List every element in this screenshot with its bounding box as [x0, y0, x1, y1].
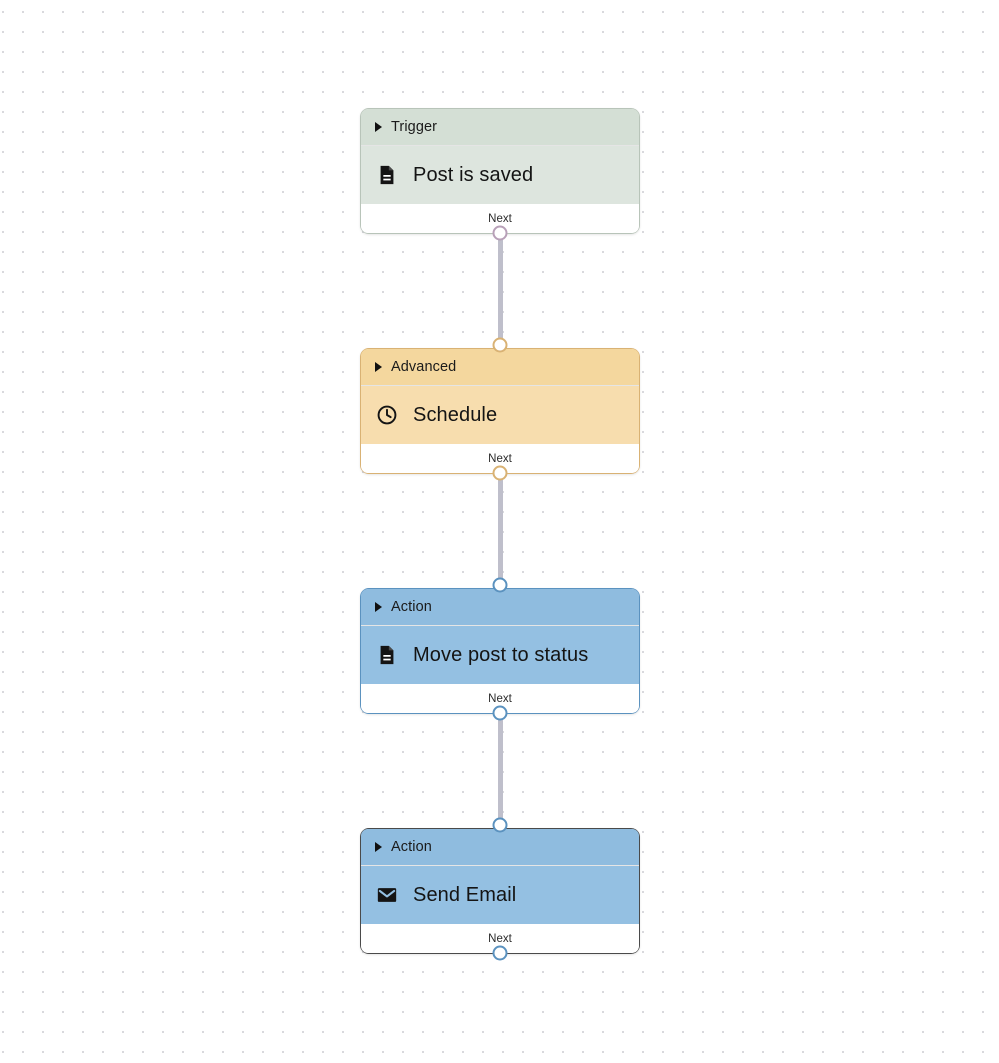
node-output-handle[interactable]: [492, 945, 508, 961]
node-title: Schedule: [413, 403, 498, 426]
node-divider: [361, 865, 639, 867]
node-input-handle[interactable]: [492, 577, 508, 593]
node-output-handle[interactable]: [492, 225, 508, 241]
node-title: Move post to status: [413, 643, 589, 666]
node-next-label: Next: [488, 452, 512, 465]
node-body[interactable]: Move post to status: [361, 626, 639, 685]
node-header[interactable]: Action: [361, 589, 639, 625]
node-next-label: Next: [488, 932, 512, 945]
node-body[interactable]: Send Email: [361, 866, 639, 925]
node-header[interactable]: Advanced: [361, 349, 639, 385]
node-next-label: Next: [488, 212, 512, 225]
node-category-label: Action: [391, 839, 432, 855]
node-body[interactable]: Post is saved: [361, 146, 639, 205]
node-next-label: Next: [488, 692, 512, 705]
node-category-label: Action: [391, 599, 432, 615]
node-category-label: Trigger: [391, 119, 438, 135]
node-category-label: Advanced: [391, 359, 457, 375]
document-icon: [375, 643, 399, 667]
clock-icon: [375, 403, 399, 427]
connector-edge[interactable]: [497, 235, 503, 345]
node-header[interactable]: Trigger: [361, 109, 639, 145]
caret-right-icon[interactable]: [375, 122, 382, 132]
node-divider: [361, 625, 639, 627]
node-header[interactable]: Action: [361, 829, 639, 865]
caret-right-icon[interactable]: [375, 842, 382, 852]
node-title: Send Email: [413, 883, 517, 906]
node-body[interactable]: Schedule: [361, 386, 639, 445]
node-output-handle[interactable]: [492, 705, 508, 721]
connector-edge[interactable]: [497, 715, 503, 825]
node-input-handle[interactable]: [492, 817, 508, 833]
node-output-handle[interactable]: [492, 465, 508, 481]
node-divider: [361, 385, 639, 387]
caret-right-icon[interactable]: [375, 362, 382, 372]
connector-edge[interactable]: [497, 475, 503, 585]
node-divider: [361, 145, 639, 147]
document-icon: [375, 163, 399, 187]
caret-right-icon[interactable]: [375, 602, 382, 612]
node-input-handle[interactable]: [492, 337, 508, 353]
node-title: Post is saved: [413, 163, 534, 186]
envelope-icon: [375, 883, 399, 907]
